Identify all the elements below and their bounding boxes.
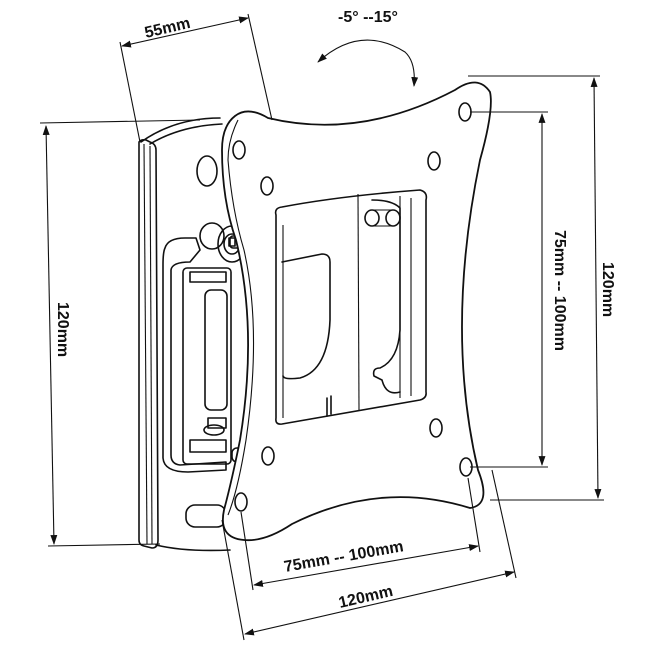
wall-plate-height-label: 120mm xyxy=(54,302,71,357)
mounting-holes xyxy=(232,102,473,512)
dimension-hole-spacing-vertical xyxy=(470,111,548,468)
hole-spacing-horizontal-label: 75mm -- 100mm xyxy=(283,538,405,576)
dimension-plate-height xyxy=(468,75,604,501)
plate-height-label: 120mm xyxy=(599,262,616,317)
hole-spacing-vertical-label: 75mm -- 100mm xyxy=(551,230,568,351)
wall-plate xyxy=(138,117,231,552)
dimension-depth xyxy=(119,13,273,143)
center-bracket xyxy=(274,189,428,425)
vesa-plate xyxy=(221,81,492,542)
tilt-range-label: -5° --15° xyxy=(338,9,398,26)
plate-width-label: 120mm xyxy=(337,583,395,612)
tilt-arrow-icon xyxy=(317,39,419,87)
dimension-plate-width xyxy=(221,469,517,641)
depth-label: 55mm xyxy=(143,15,192,42)
dimension-wall-plate-height xyxy=(39,119,201,547)
